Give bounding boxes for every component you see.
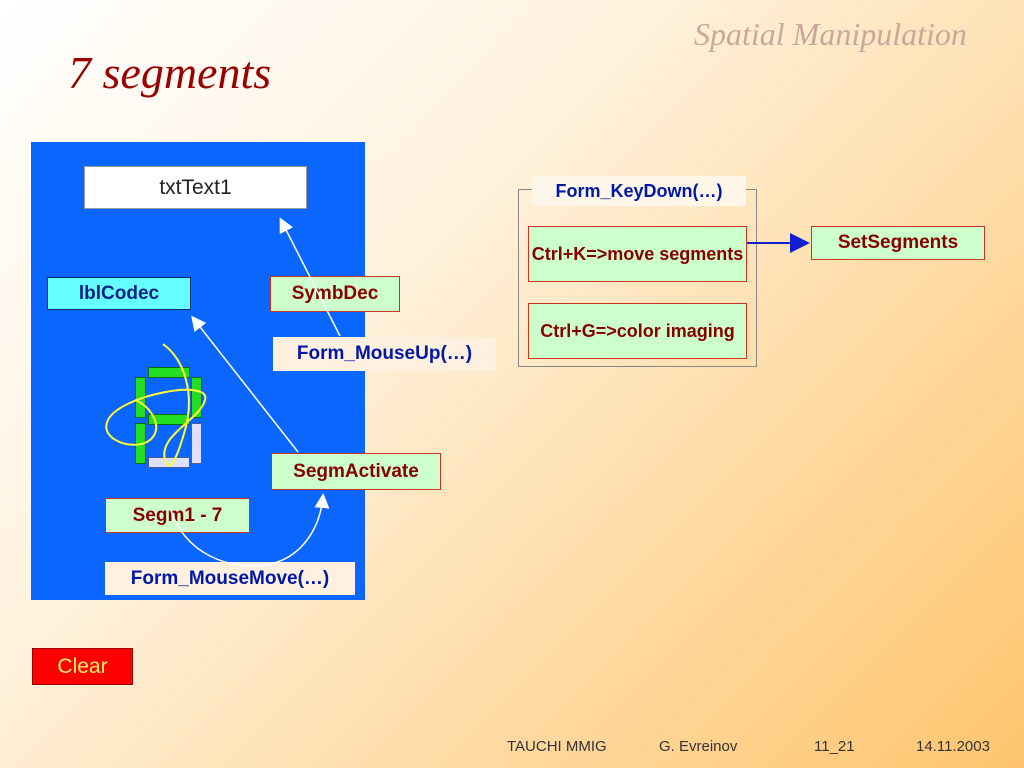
- segment-b[interactable]: [191, 377, 202, 418]
- segment-d[interactable]: [148, 457, 190, 468]
- segment-c[interactable]: [191, 423, 202, 464]
- keydown-bracket-top-right: [746, 189, 757, 190]
- footer-author: G. Evreinov: [659, 738, 738, 755]
- form-mousemove-event: Form_MouseMove(…): [105, 562, 355, 595]
- gesture-stroke: [105, 343, 207, 467]
- arrow-to-textbox: [279, 217, 341, 337]
- arrow-to-codec: [191, 315, 299, 453]
- footer-date: 14.11.2003: [916, 738, 990, 755]
- keydown-group-bracket: [518, 189, 757, 367]
- clear-button[interactable]: Clear: [32, 648, 133, 685]
- ctrl-g-shortcut: Ctrl+G=>color imaging: [528, 303, 747, 359]
- ctrl-k-shortcut: Ctrl+K=>move segments: [528, 226, 747, 282]
- footer-org: TAUCHI MMIG: [507, 738, 607, 755]
- text-box[interactable]: txtText1: [84, 166, 307, 209]
- keydown-bracket-top-left: [518, 189, 532, 190]
- symbdec-procedure: SymbDec: [270, 276, 400, 312]
- arrow-mousemove-curve: [169, 493, 330, 567]
- form-keydown-event: Form_KeyDown(…): [532, 176, 746, 206]
- section-title: Spatial Manipulation: [694, 16, 967, 52]
- slide-title: 7 segments: [68, 47, 272, 98]
- form-mouseup-event: Form_MouseUp(…): [273, 337, 496, 371]
- segments-range-label: Segm1 - 7: [105, 498, 250, 533]
- segment-a[interactable]: [148, 367, 190, 378]
- codec-label: lblCodec: [47, 277, 191, 310]
- footer-page: 11_21: [814, 738, 855, 755]
- segmactivate-procedure: SegmActivate: [271, 453, 441, 490]
- setsegments-procedure: SetSegments: [811, 226, 985, 260]
